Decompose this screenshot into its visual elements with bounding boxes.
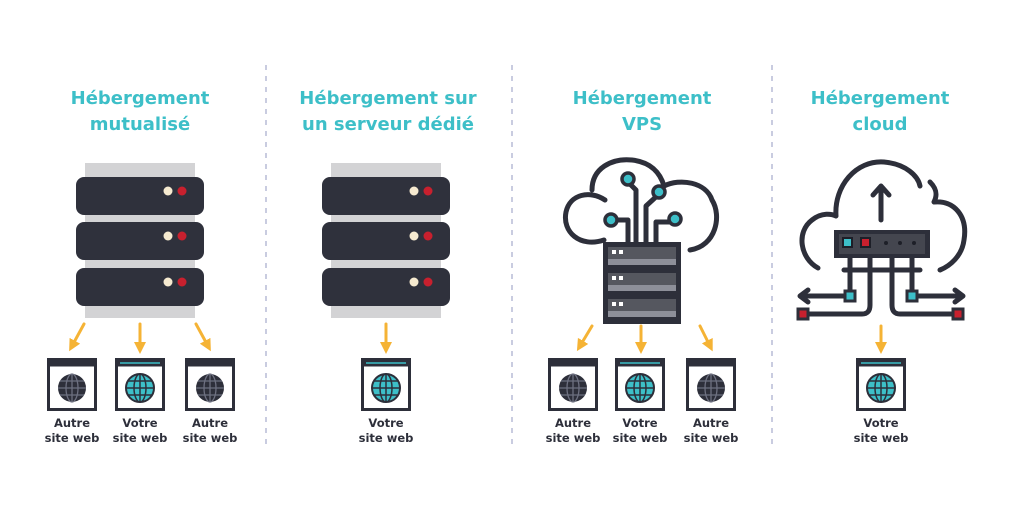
website-globe-icon: [115, 358, 165, 411]
site-label: Autre: [693, 416, 729, 430]
column-cloud-hosting: Hébergement cloud Votre site web: [796, 88, 968, 445]
website-globe-icon: [47, 358, 97, 411]
website-globe-icon: [686, 358, 736, 411]
server-rack-icon: [322, 163, 450, 318]
site-label: Autre: [555, 416, 591, 430]
site-label: site web: [613, 431, 668, 445]
cloud-server-icon: [562, 157, 720, 324]
website-globe-icon: [361, 358, 411, 411]
arrow-icon: [194, 322, 211, 352]
column-shared-hosting: Hébergement mutualisé Autre site web Vot…: [45, 88, 238, 445]
site-label: Votre: [863, 416, 898, 430]
column-title: Hébergement: [573, 88, 712, 109]
site-label: Votre: [122, 416, 157, 430]
column-title: un serveur dédié: [302, 114, 474, 135]
column-title: mutualisé: [90, 114, 190, 135]
website-globe-icon: [615, 358, 665, 411]
column-title: cloud: [853, 114, 908, 135]
site-label: site web: [183, 431, 238, 445]
site-label: Autre: [54, 416, 90, 430]
website-globe-icon: [548, 358, 598, 411]
column-dedicated-hosting: Hébergement sur un serveur dédié Votre s…: [299, 88, 477, 445]
site-label: site web: [854, 431, 909, 445]
cloud-network-icon: [796, 159, 968, 321]
column-title: Hébergement: [811, 88, 950, 109]
site-label: site web: [359, 431, 414, 445]
column-vps-hosting: Hébergement VPS Autre site web: [546, 88, 739, 445]
server-rack-icon: [76, 163, 204, 318]
website-globe-icon: [856, 358, 906, 411]
site-label: Autre: [192, 416, 228, 430]
site-label: site web: [45, 431, 100, 445]
column-title: VPS: [622, 114, 662, 135]
site-label: Votre: [622, 416, 657, 430]
arrow-icon: [69, 322, 86, 352]
site-label: site web: [113, 431, 168, 445]
site-label: Votre: [368, 416, 403, 430]
column-title: Hébergement sur: [299, 88, 477, 109]
website-globe-icon: [185, 358, 235, 411]
site-label: site web: [684, 431, 739, 445]
arrow-icon: [576, 324, 594, 352]
site-label: site web: [546, 431, 601, 445]
arrow-icon: [698, 324, 713, 352]
column-title: Hébergement: [71, 88, 210, 109]
